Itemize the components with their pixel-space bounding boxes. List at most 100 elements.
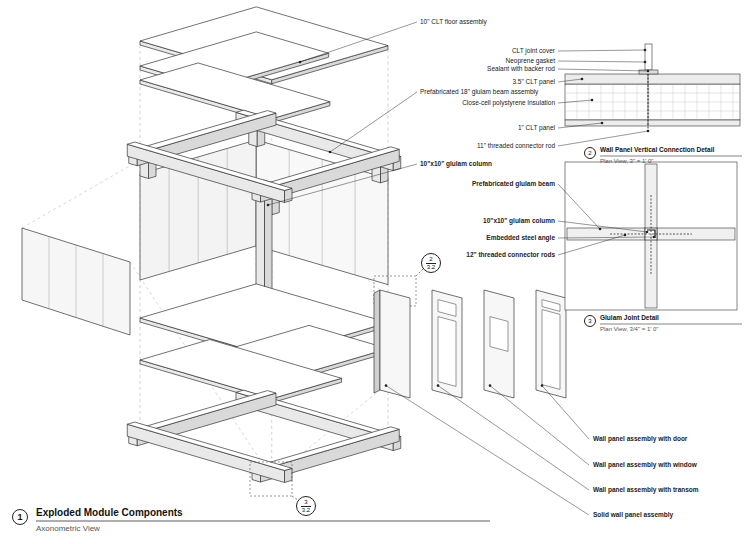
glulam-beam (127, 142, 292, 190)
part-label: Wall panel assembly with door (593, 435, 687, 443)
part-label: Prefabricated glulam beam (472, 180, 555, 188)
clt-floor-plate (140, 63, 330, 119)
panel-joint (49, 237, 50, 309)
title-rule (600, 324, 742, 325)
part-label: 1" CLT panel (518, 124, 555, 132)
callout-text: 2 (428, 256, 433, 263)
wall-panel-elevation (536, 290, 566, 398)
transom (542, 300, 560, 312)
leader-line (558, 184, 600, 229)
alignment-line (22, 160, 140, 228)
leader-line (558, 50, 645, 51)
detail-marker-box (250, 462, 292, 496)
callout-number: 1 (12, 509, 28, 525)
title-rule (600, 156, 742, 157)
leader-dot (647, 70, 650, 73)
glulam-beam (127, 424, 284, 482)
part-label: Embedded steel angle (486, 234, 555, 242)
threaded-rod (648, 74, 649, 132)
part-label: 10" CLT floor assembly (420, 18, 487, 26)
leader-dot (329, 151, 332, 154)
clt-panel (565, 74, 740, 84)
panel-joint (355, 169, 356, 275)
part-label: Plan View, 3/4" = 1' 0" (600, 326, 659, 333)
panel-joint (227, 148, 228, 254)
window (490, 317, 508, 352)
part-label: Neoprene gasket (505, 57, 555, 65)
leader-dot (624, 234, 627, 237)
callout-number: 2 (584, 147, 596, 159)
part-label: 12" threaded connector rods (466, 251, 555, 259)
panel-joint (289, 150, 290, 256)
insulation (565, 84, 740, 120)
joint-cover (639, 70, 658, 74)
leader-dot (599, 228, 602, 231)
vertical-connection-detail (558, 44, 742, 156)
part-label: Solid wall panel assembly (593, 511, 673, 519)
part-label: 11" threaded connector rod (477, 142, 555, 150)
insulation-grid (565, 93, 740, 94)
part-label: 10"x10" glulam column (483, 217, 555, 225)
door-leaf (542, 310, 560, 390)
leader-dot (591, 99, 594, 102)
glulam-beam (127, 144, 284, 202)
joint-cover (645, 44, 652, 70)
leader-line (386, 386, 589, 515)
callout-number: 3 (584, 315, 596, 327)
threaded-rod (651, 195, 652, 275)
leader-line (438, 386, 589, 490)
wall-panel-elevation (484, 290, 514, 398)
part-label: Plan View, 3" = 1' 0" (600, 158, 654, 165)
panel-joint (76, 245, 77, 318)
glulam-beam (127, 422, 292, 470)
leader-dot (646, 231, 649, 234)
drawing-title: Glulam Joint Detail (600, 314, 659, 322)
glulam-beam (645, 164, 657, 308)
leader-line (330, 92, 417, 152)
part-label: Close-cell polystyrene insulation (462, 99, 555, 107)
leader-dot (437, 384, 440, 387)
callout-text: 3 (587, 318, 592, 325)
wall-panel-elevation (432, 290, 462, 398)
leader-line (558, 61, 645, 62)
leader-dot (267, 204, 270, 207)
panel-joint (169, 165, 170, 271)
part-label: Wall panel assembly with window (593, 461, 697, 469)
door-leaf (438, 317, 456, 387)
title-rule (36, 521, 490, 522)
leader-line (558, 237, 654, 238)
leader-dot (385, 384, 388, 387)
callout-text: 3.2 (426, 263, 436, 271)
drawing-title: Wall Panel Vertical Connection Detail (600, 146, 714, 154)
insulation-grid (565, 102, 740, 103)
part-label: CLT joint cover (512, 47, 555, 55)
leader-line (558, 235, 625, 255)
clt-floor-plate (140, 340, 342, 399)
leader-dot (489, 384, 492, 387)
panel-edge (374, 290, 380, 393)
drawing-title: Exploded Module Components (36, 507, 183, 519)
callout-number: 23.2 (421, 253, 441, 273)
clt-panel (565, 120, 740, 126)
callout-text: 1 (16, 512, 23, 522)
part-label: Wall panel assembly with transom (593, 486, 699, 494)
leader-line (558, 69, 648, 71)
leader-line (268, 164, 417, 205)
leader-dot (581, 78, 584, 81)
leader-dot (601, 122, 604, 125)
part-label: Prefabricated 18" glulam beam assembly (420, 88, 538, 96)
leader-line (490, 386, 589, 465)
leader-line (300, 22, 417, 62)
part-label: 3.5" CLT panel (512, 78, 555, 86)
transom (438, 300, 456, 317)
leader-dot (647, 130, 650, 133)
insulation-grid (565, 111, 740, 112)
leader-line (558, 79, 582, 82)
part-label: Axonometric View (36, 524, 100, 534)
glulam-joint-detail (558, 162, 742, 324)
callout-number: 33.2 (296, 496, 316, 516)
leader-dot (299, 61, 302, 64)
leader-line (558, 131, 648, 146)
leader-dot (644, 61, 647, 64)
